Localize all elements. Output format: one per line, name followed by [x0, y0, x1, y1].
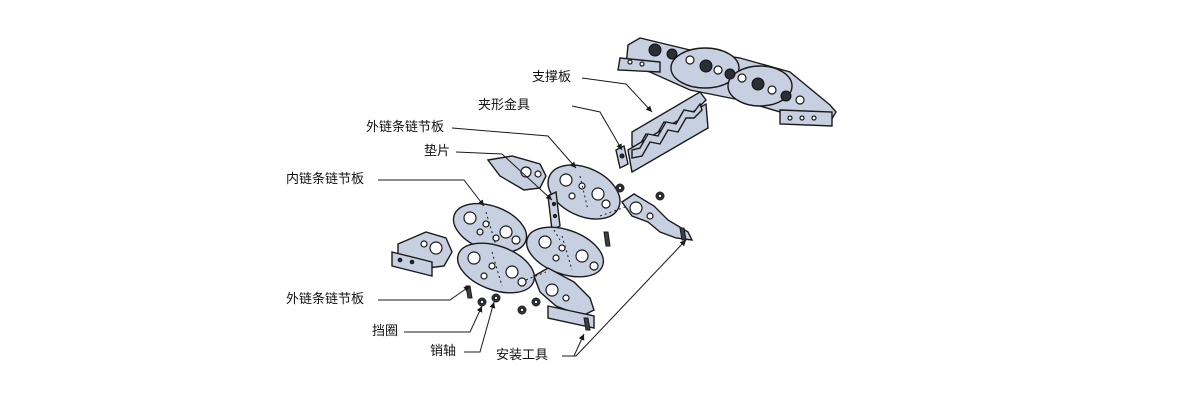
right-fin-bracket — [621, 193, 694, 241]
middle-link-plate — [525, 226, 605, 278]
label-clamp-fitting: 夹形金具 — [478, 98, 531, 113]
outer-link-plate-bottom-part — [456, 242, 536, 294]
label-retaining-ring: 挡圈 — [372, 324, 399, 339]
label-inner-link-plate: 内链条链节板 — [286, 172, 365, 187]
label-outer-link-plate-top: 外链条链节板 — [366, 120, 445, 135]
label-shim: 垫片 — [424, 144, 451, 159]
outer-link-plate-top-part — [547, 164, 621, 220]
label-pin: 销轴 — [430, 344, 457, 359]
shim-part — [547, 190, 561, 232]
leader-lines — [378, 77, 687, 357]
upper-bracket — [486, 155, 547, 191]
label-support-plate: 支撑板 — [532, 70, 572, 85]
lower-right-bracket — [533, 267, 595, 331]
label-mounting-bracket: 安装工具 — [496, 348, 549, 363]
left-mounting-bracket — [391, 231, 453, 277]
support-plate — [627, 91, 709, 174]
assembled-chain — [617, 37, 837, 127]
label-outer-link-plate-bottom: 外链条链节板 — [286, 292, 365, 307]
